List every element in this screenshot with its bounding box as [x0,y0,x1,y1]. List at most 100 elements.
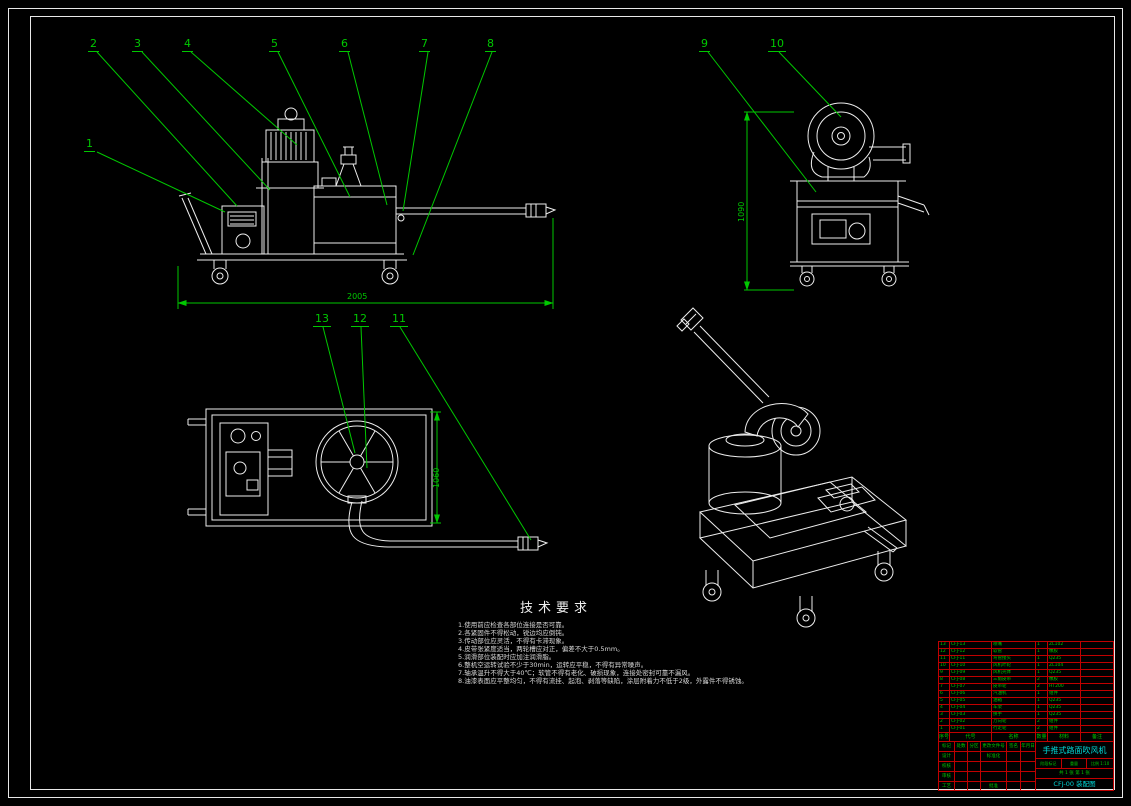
tech-requirement-line: 5.润滑部位装配时应加注润滑脂。 [458,653,556,661]
bom-cell: 扶手 [992,712,1036,718]
bom-cell: 8 [939,677,950,683]
title-block-left: 标记处数分区更改文件号签名年月日设计标准化校核审核工艺批准 [939,742,1035,791]
balloon-4: 4 [182,37,193,52]
balloon-8: 8 [485,37,496,52]
bom-cell: 1 [1036,663,1048,669]
tech-requirement-line: 3.传动部位应灵活，不得有卡滞现象。 [458,637,569,645]
bom-cell: Q235 [1048,705,1081,711]
title-block-cell: 设计 [939,752,955,761]
bom-cell: CFJ-02 [950,719,992,725]
bom-cell: 弯管接头 [992,656,1036,662]
bom-header-cell: 序号 [939,733,950,741]
bom-cell: 组件 [1048,691,1081,697]
title-block-row: 审核 [939,772,1035,782]
bom-cell: 橡胶 [1048,649,1081,655]
title-block-row: 校核 [939,762,1035,772]
bom-cell: Q235 [1048,670,1081,676]
border-frame [8,8,1123,798]
bom-cell: 万向轮 [992,719,1036,725]
title-block-cell [968,782,981,791]
bom-cell [1081,677,1113,683]
bom-cell [1081,663,1113,669]
bom-cell [1081,719,1113,725]
title-block-cell [955,782,968,791]
bom-cell: 3 [939,712,950,718]
bom-cell: 13 [939,642,950,648]
bom-cell: 车架 [992,705,1036,711]
bom-header-cell: 材料 [1048,733,1081,741]
bom-cell: CFJ-12 [950,649,992,655]
sheet-info: 共 1 张 第 1 张 [1036,769,1113,779]
bom-header: 序号代号名称数量材料备注 [938,733,1114,742]
title-block: 标记处数分区更改文件号签名年月日设计标准化校核审核工艺批准 手推式路面吹风机 阶… [938,742,1114,791]
bom-cell: 2 [1036,677,1048,683]
bom-cell: 1 [1036,698,1048,704]
top-view-linework [187,408,549,551]
bom-cell: CFJ-01 [950,726,992,732]
title-block-right: 手推式路面吹风机 阶段标记重量比例 1:10 共 1 张 第 1 张 CFJ-0… [1035,742,1113,790]
title-block-cell [981,772,1007,781]
balloon-10: 10 [768,37,786,52]
bom-cell: 油箱 [992,698,1036,704]
dim-front-overall: 2005 [347,292,368,301]
bom-cell: 1 [1036,642,1048,648]
bom-cell: 皮带轮 [992,684,1036,690]
bom-cell: 10 [939,663,950,669]
bom-cell: 6 [939,691,950,697]
title-block-cell: 批准 [981,782,1007,791]
tech-requirement-line: 7.轴承温升不得大于40℃；软管不得有老化、破损现象，连接处密封可靠不漏风。 [458,669,695,677]
balloon-6: 6 [339,37,350,52]
bom-header-cell: 名称 [992,733,1036,741]
bom-cell [1081,684,1113,690]
stage-cell: 重量 [1062,759,1088,768]
stage-cell: 阶段标记 [1036,759,1062,768]
bom-cell: 4 [939,705,950,711]
bom-cell [1081,691,1113,697]
title-block-cell [1007,772,1021,781]
tech-requirement-line: 1.使用前应检查各部位连接是否可靠。 [458,621,569,629]
bom-cell: 1 [1036,691,1048,697]
isometric-view-linework [676,307,908,628]
bom-cell: CFJ-07 [950,684,992,690]
balloon-13: 13 [313,312,331,327]
title-block-cell: 审核 [939,772,955,781]
side-view-linework [790,102,930,287]
bom-cell: CFJ-09 [950,670,992,676]
bom-cell: CFJ-10 [950,663,992,669]
bom-cell: 喷嘴 [992,642,1036,648]
drawing-number: CFJ-00 装配图 [1053,780,1096,788]
bom-cell: 1 [1036,649,1048,655]
technical-requirements: 技术要求 1.使用前应检查各部位连接是否可靠。2.各紧固件不得松动，锐边均应倒钝… [458,597,758,685]
title-block-cell: 处数 [955,742,968,751]
bom-cell: CFJ-11 [950,656,992,662]
bom-cell: 风机壳体 [992,670,1036,676]
bom-cell [1081,649,1113,655]
title-block-cell [1007,782,1021,791]
balloon-7: 7 [419,37,430,52]
title-block-cell: 更改文件号 [981,742,1007,751]
bom-cell: 风机叶轮 [992,663,1036,669]
bom-cell [1081,698,1113,704]
front-view-linework [178,107,557,285]
balloon-1: 1 [84,137,95,152]
bom-cell: 2 [939,719,950,725]
bom-cell: CFJ-03 [950,712,992,718]
tech-requirement-line: 4.皮带张紧度适当，两轮槽应对正，偏差不大于0.5mm。 [458,645,624,653]
stage-cell: 比例 1:10 [1091,761,1110,766]
bom-cell: CFJ-05 [950,698,992,704]
bom-cell: 2 [1036,726,1048,732]
bom-cell [1081,705,1113,711]
dim-side-height: 1090 [737,201,746,222]
bom-cell: ZL104 [1048,663,1081,669]
bom-cell: CFJ-13 [950,642,992,648]
bom-cell: Q235 [1048,712,1081,718]
bom-cell [1081,726,1113,732]
